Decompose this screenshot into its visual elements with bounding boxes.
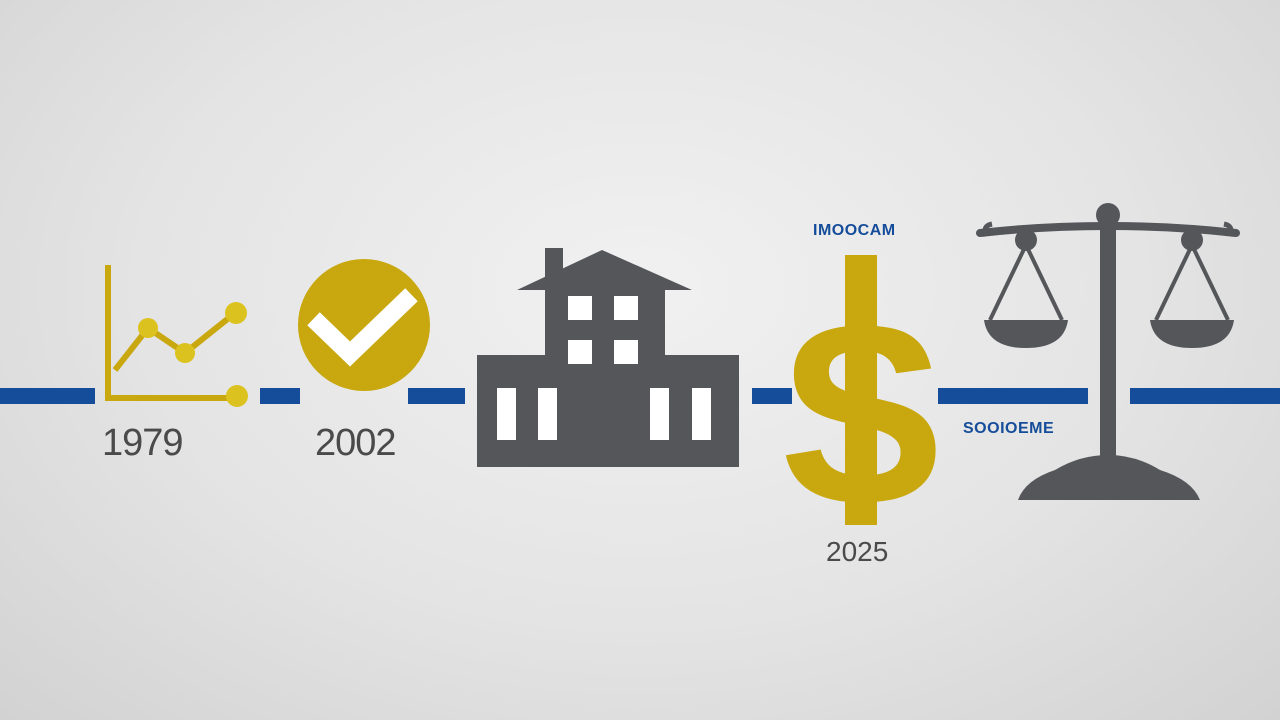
- check-circle-icon: [298, 259, 430, 391]
- building-icon: [477, 248, 739, 467]
- year-2025-label: 2025: [826, 536, 889, 567]
- timeline-line: [0, 388, 1280, 404]
- dollar-caption: IMOOCAM: [813, 222, 896, 239]
- year-2002-label: 2002: [315, 422, 397, 464]
- svg-text:S: S: [779, 274, 946, 553]
- dollar-sign-icon: S: [779, 255, 946, 553]
- balance-scale-icon: [976, 203, 1240, 500]
- scale-caption: SOOIOEME: [963, 420, 1055, 437]
- year-1979-label: 1979: [102, 422, 184, 464]
- line-chart-icon: [105, 265, 248, 407]
